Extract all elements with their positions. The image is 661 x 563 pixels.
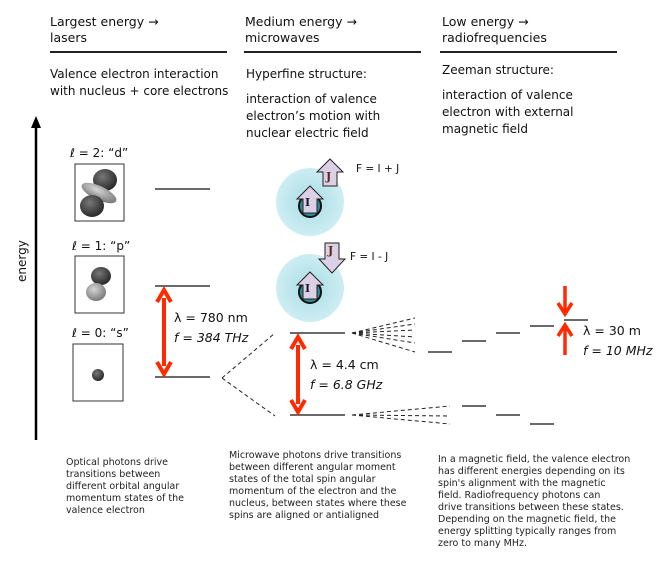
orbital-lobe <box>91 267 111 285</box>
caption-line: In a magnetic field, the valence electro… <box>438 454 631 465</box>
caption-line: transitions between <box>66 469 161 480</box>
header-line: lasers <box>50 30 87 45</box>
orbital-d-label: ℓ = 2: “d” <box>70 146 129 160</box>
header-line: Largest energy → <box>50 14 159 29</box>
caption-line: momentum states of the <box>66 493 185 504</box>
radiofrequencies-caption: In a magnetic field, the valence electro… <box>438 454 630 550</box>
f-antialigned-label: F = I - J <box>350 251 389 263</box>
microwave-transition-label: λ = 4.4 cm f = 6.8 GHz <box>310 355 382 395</box>
lasers-subtitle: Valence electron interaction with nucleu… <box>50 66 228 100</box>
frequency-label: f = 10 MHz <box>583 343 653 358</box>
electron-spin-down-arrow-icon <box>317 242 347 274</box>
caption-line: energy splitting typically ranges from <box>438 526 617 537</box>
header-line: microwaves <box>245 30 320 45</box>
desc-line: electron’s motion with <box>246 109 381 123</box>
zeeman-fan-upper <box>351 317 416 353</box>
orbital-p-box <box>74 255 125 314</box>
splitting-dash <box>221 377 276 417</box>
f-aligned-label: F = I + J <box>356 163 400 175</box>
caption-line: Depending on the magnetic field, the <box>438 514 616 525</box>
caption-line: Microwave photons drive transitions <box>229 450 402 461</box>
rf-transition-label: λ = 30 m f = 10 MHz <box>583 321 652 361</box>
caption-line: spins are aligned or antialigned <box>229 510 380 521</box>
header-divider <box>440 51 617 53</box>
atom-antialigned <box>276 242 347 322</box>
electron-spin-up-arrow-icon <box>315 158 345 187</box>
wavelength-label: λ = 780 nm <box>174 310 248 325</box>
header-line: Low energy → <box>442 14 529 29</box>
splitting-dash <box>221 332 276 379</box>
energy-axis <box>31 116 41 440</box>
caption-line: Optical photons drive <box>66 457 169 468</box>
nuclear-spin-letter: I <box>305 282 311 295</box>
caption-line: has different energies depending on its <box>438 466 625 477</box>
energy-axis-arrowhead-icon <box>31 116 41 128</box>
desc-line: interaction of valence <box>246 92 377 106</box>
column-header-microwaves: Medium energy → microwaves <box>245 14 357 46</box>
optical-transition-label: λ = 780 nm f = 384 THz <box>174 308 248 348</box>
header-line: Medium energy → <box>245 14 357 29</box>
caption-line: momentum of the electron and the <box>229 486 397 497</box>
desc-line: electron with external <box>442 105 574 119</box>
zeeman-fan-lower <box>351 405 451 425</box>
orbital-sphere <box>92 369 104 381</box>
optical-transition-arrow <box>155 286 173 378</box>
caption-line: field. Radiofrequency photons can <box>438 490 601 501</box>
caption-line: drive transitions between these states. <box>438 502 624 513</box>
orbital-torus <box>81 182 117 204</box>
zeeman-levels-upper <box>428 319 588 353</box>
orbital-p-label: ℓ = 1: “p” <box>72 239 131 253</box>
orbital-d-box <box>74 163 125 222</box>
nuclear-spin-letter: I <box>305 196 311 209</box>
desc-line: interaction of valence <box>442 88 573 102</box>
desc-line: magnetic field <box>442 122 528 136</box>
electron-spin-letter: J <box>326 170 332 183</box>
subtitle-line: with nucleus + core electrons <box>50 84 229 98</box>
desc-line: nuclear electric field <box>246 126 369 140</box>
caption-line: states of the total spin angular <box>229 474 376 485</box>
wavelength-label: λ = 4.4 cm <box>310 357 379 372</box>
caption-line: nucleus, between states where these <box>229 498 407 509</box>
column-header-lasers: Largest energy → lasers <box>50 14 159 46</box>
frequency-label: f = 384 THz <box>174 330 249 345</box>
caption-line: zero to many MHz. <box>438 538 528 549</box>
caption-line: valence electron <box>66 505 145 516</box>
caption-line: spin's alignment with the magnetic <box>438 478 606 489</box>
zeeman-subtitle: Zeeman structure: interaction of valence… <box>442 62 573 138</box>
microwaves-caption: Microwave photons drive transitions betw… <box>229 450 406 522</box>
header-divider <box>244 51 421 53</box>
electron-spin-letter: J <box>328 244 334 257</box>
frequency-label: f = 6.8 GHz <box>310 377 383 392</box>
zeeman-levels-lower <box>462 405 554 425</box>
orbital-s-box <box>72 343 124 402</box>
header-divider <box>50 51 227 53</box>
wavelength-label: λ = 30 m <box>583 323 641 338</box>
orbital-lobe <box>86 283 106 301</box>
microwave-transition-arrow <box>289 333 307 416</box>
atom-aligned <box>276 158 345 236</box>
orbital-s-label: ℓ = 0: “s” <box>72 326 129 340</box>
lasers-caption: Optical photons drive transitions betwee… <box>66 457 184 517</box>
subtitle-line: Zeeman structure: <box>442 63 554 77</box>
orbital-lobe <box>80 195 104 217</box>
hyperfine-subtitle: Hyperfine structure: interaction of vale… <box>246 66 380 142</box>
caption-line: different orbital angular <box>66 481 180 492</box>
subtitle-line: Hyperfine structure: <box>246 67 367 81</box>
column-header-radiofrequencies: Low energy → radiofrequencies <box>442 14 547 46</box>
rf-transition-arrows <box>556 286 574 355</box>
nuclear-spin-up-arrow-icon <box>295 271 325 300</box>
caption-line: between different angular moment <box>229 462 396 473</box>
nuclear-spin-up-arrow-icon <box>295 185 325 214</box>
header-line: radiofrequencies <box>442 30 547 45</box>
subtitle-line: Valence electron interaction <box>50 67 219 81</box>
